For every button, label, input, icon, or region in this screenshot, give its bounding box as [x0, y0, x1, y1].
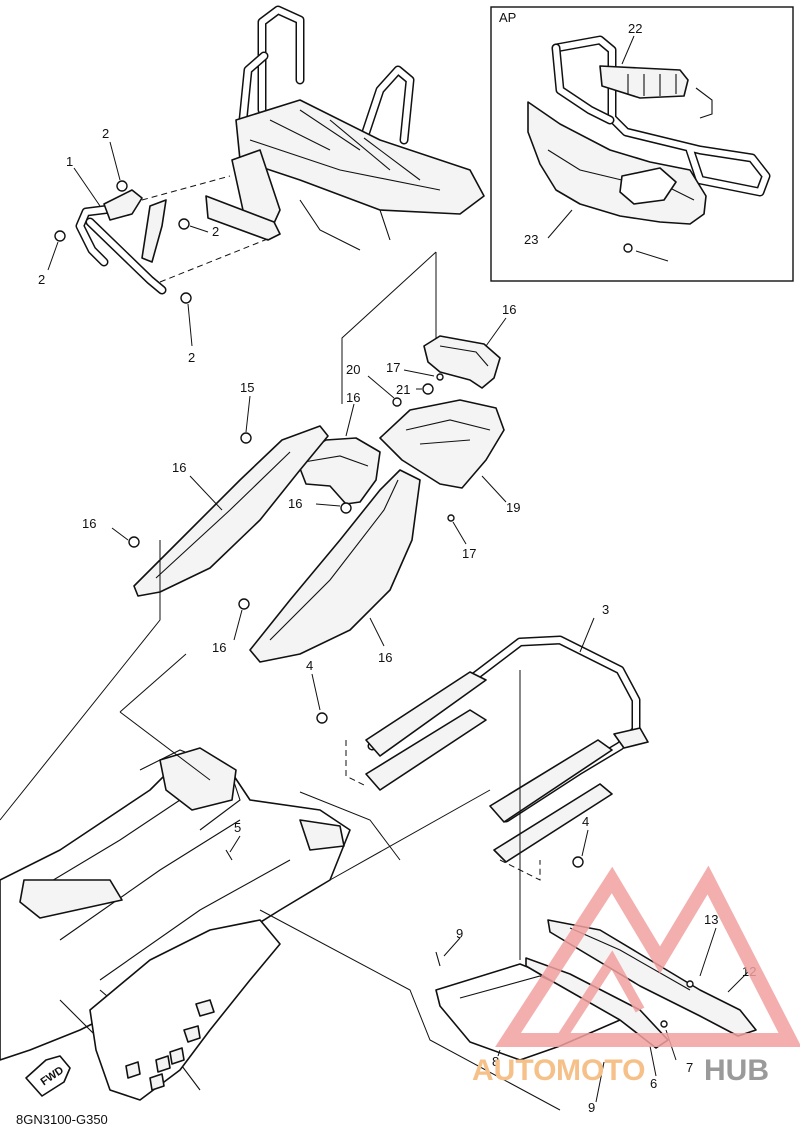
callout-12: 16 — [502, 302, 516, 317]
callout-17-bottom: 17 — [462, 546, 476, 561]
watermark-logo — [495, 865, 800, 1047]
drawing-code: 8GN3100-G350 — [16, 1112, 108, 1127]
watermark-text-auto: AUTO — [472, 1054, 556, 1087]
callout-18: 19 — [506, 500, 520, 515]
nut-20 — [422, 383, 434, 395]
bolt-2-right — [178, 218, 190, 230]
part-1-side-guard — [75, 189, 167, 295]
screw-11 — [686, 980, 694, 988]
part-15-center-cover — [295, 437, 381, 505]
callout-2-bottom: 2 — [188, 350, 195, 365]
bolt-16-bottom — [238, 598, 250, 610]
watermark-text-moto: MOTO — [556, 1054, 645, 1087]
callout-3: 3 — [602, 602, 609, 617]
callout-15: 16 — [346, 390, 360, 405]
lower-frame-assembly — [0, 747, 351, 1101]
washer-17-bottom — [447, 514, 455, 522]
bolt-16-left — [128, 536, 140, 548]
watermark-text-hub: HUB — [704, 1054, 769, 1087]
ap-bolt-23 — [623, 243, 633, 253]
callout-4-left: 4 — [306, 658, 313, 673]
callout-4-right: 4 — [582, 814, 589, 829]
ap-front-guard-part — [527, 35, 771, 225]
callout-16-center: 16 — [288, 496, 302, 511]
callout-14: 16 — [172, 460, 186, 475]
callout-2-top: 2 — [102, 126, 109, 141]
part-13-right-side-panel — [249, 469, 421, 663]
bolt-4-left — [316, 712, 328, 724]
bolt-4-right — [572, 856, 584, 868]
callout-21: 22 — [628, 21, 642, 36]
part-3-rear-grab-rail — [365, 635, 649, 863]
bolt-16-top — [240, 432, 252, 444]
callout-16-top: 15 — [240, 380, 254, 395]
callout-19: 20 — [346, 362, 360, 377]
bolt-2-top — [116, 180, 128, 192]
callout-2-left: 2 — [38, 272, 45, 287]
callout-6: 6 — [650, 1076, 657, 1091]
callout-8: 8 — [492, 1054, 499, 1069]
washer-17-top — [436, 373, 444, 381]
upper-frame-assembly — [205, 5, 485, 251]
part-12-rear-bracket — [423, 335, 501, 389]
bolt-2-left — [54, 230, 66, 242]
part-18-rear-cover — [379, 399, 505, 489]
callout-2-right: 2 — [212, 224, 219, 239]
callout-1: 1 — [66, 154, 73, 169]
callout-13: 16 — [378, 650, 392, 665]
callout-22: 23 — [524, 232, 538, 247]
callout-16-left: 16 — [82, 516, 96, 531]
fwd-direction-arrow: FWD — [25, 1055, 71, 1097]
callout-17-top: 17 — [386, 360, 400, 375]
screw-19 — [392, 397, 402, 407]
callout-5: 5 — [234, 820, 241, 835]
screw-7 — [660, 1020, 668, 1028]
ap-inset-frame — [490, 6, 794, 282]
callout-7: 7 — [686, 1060, 693, 1075]
bolt-2-bottom — [180, 292, 192, 304]
callout-9-top: 9 — [456, 926, 463, 941]
ap-label: AP — [499, 10, 516, 25]
callout-9-bottom: 9 — [588, 1100, 595, 1115]
bolt-16-center — [340, 502, 352, 514]
part-14-left-side-panel — [133, 425, 329, 597]
callout-20: 21 — [396, 382, 410, 397]
callout-16-bottom: 16 — [212, 640, 226, 655]
callout-11: 13 — [704, 912, 718, 927]
